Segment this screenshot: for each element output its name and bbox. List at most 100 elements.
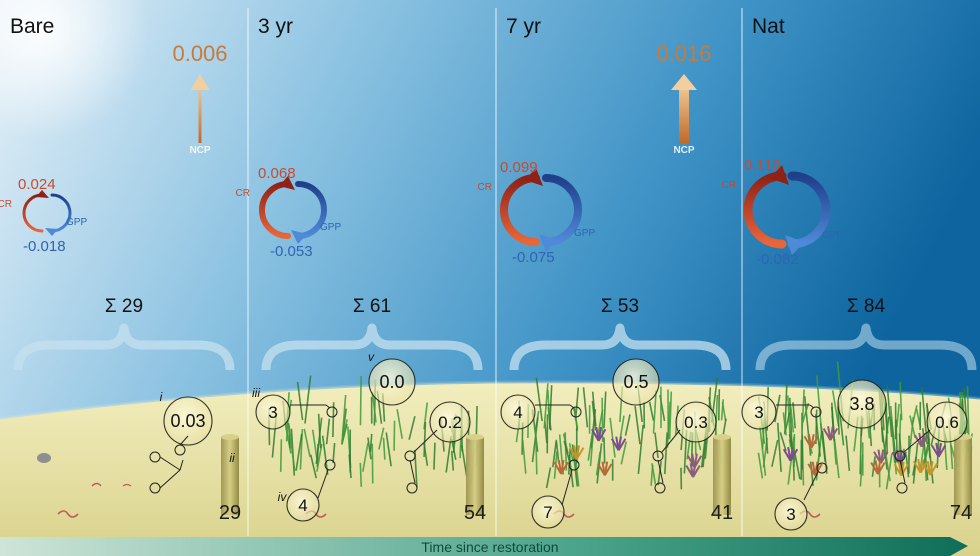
core-top	[713, 434, 731, 440]
magnifier-lens	[163, 396, 213, 446]
magnifier-lens	[429, 401, 471, 443]
worm	[91, 482, 102, 487]
panel-dividers	[247, 8, 743, 536]
seagrass-blade	[396, 409, 404, 439]
connector-node	[570, 406, 582, 418]
core-cylinder-icon	[466, 434, 484, 515]
seagrass-blade	[287, 423, 291, 449]
connector-line	[561, 469, 573, 506]
worm	[57, 510, 79, 518]
time-arrow: Time since restoration	[0, 537, 968, 556]
seagrass-blade	[325, 418, 331, 445]
magnifier-icon: 0.03	[163, 396, 213, 446]
cycle-arrow-icon	[259, 176, 327, 244]
magnifier-icon: 0.2	[429, 401, 471, 443]
seagrass-blade	[803, 396, 812, 456]
seagrass-blade	[316, 443, 323, 472]
seagrass-blade	[423, 402, 429, 430]
seagrass-blade	[385, 432, 392, 467]
algae-frond	[920, 434, 930, 448]
seagrass-blade	[341, 394, 347, 445]
seagrass-blade	[774, 394, 781, 423]
gpp-arrow-head	[45, 228, 58, 236]
roman-numeral: iv	[278, 490, 288, 504]
magnifier-icon: 0.6	[926, 401, 968, 443]
seagrass-blade	[757, 452, 764, 479]
algae-frond	[937, 444, 947, 458]
seagrass-blade	[885, 402, 888, 455]
seagrass-blade	[571, 444, 579, 487]
brace-icon	[755, 323, 977, 371]
shell-icon	[37, 453, 51, 463]
seagrass-blade	[801, 389, 805, 429]
seagrass-blade	[963, 387, 968, 434]
magnifier-icon: 7	[531, 495, 565, 529]
seagrass-blade	[886, 385, 893, 438]
sum-value: Σ 61	[353, 296, 391, 317]
connector-line	[325, 404, 331, 409]
gpp-label: GPP	[574, 228, 595, 239]
panel-title: 7 yr	[506, 15, 541, 38]
algae-frond	[829, 428, 839, 441]
seagrass-blade	[309, 454, 318, 479]
seagrass-blade	[648, 401, 655, 421]
seagrass-blade	[414, 449, 418, 488]
seagrass-blade	[591, 391, 597, 427]
gpp-value: -0.075	[512, 249, 555, 266]
cr-value: 0.110	[744, 157, 780, 174]
seagrass-blade	[279, 439, 283, 472]
cr-arrow-head	[770, 165, 789, 185]
ncp-arrow-head	[671, 74, 697, 90]
algae-frond	[879, 451, 889, 464]
seagrass-blade	[587, 431, 594, 461]
connector-node	[324, 459, 336, 471]
magnifier-icon: 0.0	[368, 358, 416, 406]
core-value: 41	[711, 502, 733, 524]
seagrass-blade	[362, 442, 369, 472]
seagrass-blade	[771, 439, 779, 467]
connector-line	[661, 429, 681, 453]
connector-line	[903, 429, 931, 453]
seagrass-blade	[315, 417, 323, 465]
seagrass-blade	[545, 467, 552, 489]
core-top	[221, 434, 239, 440]
magnifier-icon: 3	[774, 497, 808, 531]
ncp-arrow-shaft	[679, 88, 689, 143]
magnifier-value: 0.2	[438, 413, 462, 432]
cycle-arrow-icon	[500, 168, 582, 252]
cr-label: CR	[236, 188, 250, 199]
brace-path	[509, 323, 731, 371]
connector-line	[409, 459, 416, 484]
magnifier-value: 3.8	[849, 394, 874, 414]
connector-line	[159, 469, 181, 489]
magnifier-lens	[612, 358, 660, 406]
connector-node	[816, 462, 828, 474]
core-body	[466, 437, 484, 515]
gpp-label: GPP	[822, 230, 843, 241]
gpp-value: -0.053	[270, 243, 313, 260]
seagrass-blade	[830, 406, 835, 432]
magnifier-icon: 3	[741, 394, 777, 430]
gpp-arc	[50, 193, 72, 233]
magnifier-value: 3	[268, 403, 277, 422]
ncp-label: NCP	[189, 145, 210, 156]
algae-frond	[929, 462, 938, 476]
seagrass-blade	[787, 395, 792, 447]
sun-icon	[0, 0, 150, 140]
seagrass-blade	[650, 464, 654, 486]
seagrass-blade	[717, 389, 721, 421]
algae-frond	[693, 455, 703, 468]
seagrass-blade	[624, 414, 631, 436]
magnifier-value: 4	[298, 496, 307, 515]
magnifier-value: 0.5	[623, 372, 648, 392]
seagrass-blade	[809, 461, 814, 486]
algae-frond	[560, 461, 569, 475]
brace-path	[13, 323, 235, 371]
brace-path	[261, 323, 483, 371]
seagrass-blade	[603, 437, 606, 464]
algae-frond	[597, 428, 607, 442]
algae-frond	[900, 463, 909, 477]
